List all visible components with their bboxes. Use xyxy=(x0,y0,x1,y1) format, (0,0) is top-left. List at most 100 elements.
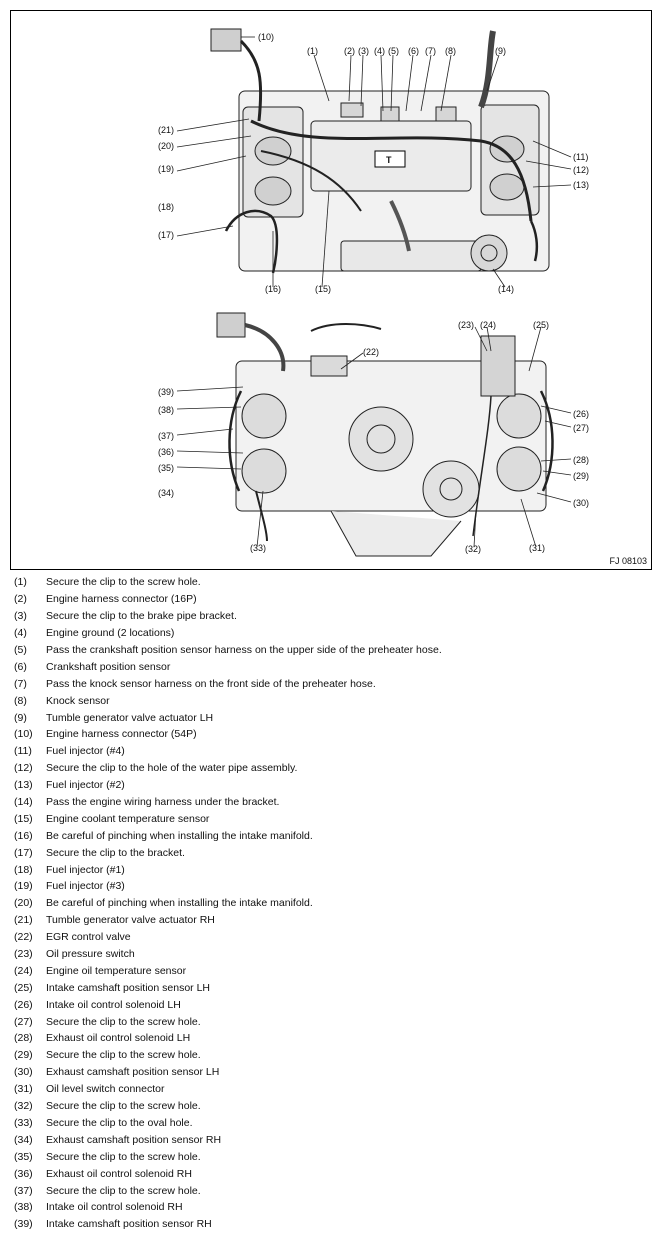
legend-number: (9) xyxy=(14,711,27,724)
callout-37: (37) xyxy=(158,431,175,441)
legend-item: (16)Be careful of pinching when installi… xyxy=(14,827,654,844)
engine-illustration xyxy=(176,28,572,557)
legend-item: (31)Oil level switch connector xyxy=(14,1081,654,1098)
legend-item: (1)Secure the clip to the screw hole. xyxy=(14,574,654,591)
legend-number: (13) xyxy=(14,779,33,792)
legend-item: (32)Secure the clip to the screw hole. xyxy=(14,1098,654,1115)
legend-number: (28) xyxy=(14,1032,33,1045)
legend-description: Secure the clip to the screw hole. xyxy=(46,1015,201,1028)
legend-number: (32) xyxy=(14,1100,33,1113)
callout-25: (25) xyxy=(533,320,550,330)
legend-item: (27) Secure the clip to the screw hole. xyxy=(14,1013,654,1030)
legend-number: (18) xyxy=(14,863,33,876)
legend-number: (5) xyxy=(14,644,27,656)
callout-6: (6) xyxy=(408,46,419,56)
legend-item: (15) Engine coolant temperature sensor xyxy=(14,810,654,827)
legend-description: Pass the knock sensor harness on the fro… xyxy=(46,677,376,690)
legend-description: Exhaust camshaft position sensor RH xyxy=(46,1133,222,1146)
lower-engine-view xyxy=(216,312,554,557)
legend-item: (4)Engine ground (2 locations) xyxy=(14,625,654,642)
legend-description: Exhaust camshaft position sensor LH xyxy=(46,1066,220,1079)
callout-18: (18) xyxy=(158,202,175,212)
legend-number: (23) xyxy=(14,948,33,961)
legend-item: (11)Fuel injector (#4) xyxy=(14,743,654,760)
legend-list: (1)Secure the clip to the screw hole.(2)… xyxy=(14,574,654,1233)
callout-5: (5) xyxy=(388,46,399,56)
legend-number: (11) xyxy=(14,745,32,758)
legend-item: (21)Tumble generator valve actuator RH xyxy=(14,912,654,929)
legend-description: Secure the clip to the screw hole. xyxy=(46,1049,201,1062)
legend-description: Tumble generator valve actuator LH xyxy=(46,711,214,724)
legend-item: (23) Oil pressure switch xyxy=(14,946,654,963)
legend-item: (13)Fuel injector (#2) xyxy=(14,777,654,794)
callout-3: (3) xyxy=(358,46,369,56)
callout-39: (39) xyxy=(158,387,175,397)
legend-item: (3)Secure the clip to the brake pipe bra… xyxy=(14,608,654,625)
upper-engine-view xyxy=(210,28,550,274)
legend-description: Exhaust oil control solenoid LH xyxy=(46,1032,191,1045)
legend-item: (34)Exhaust camshaft position sensor RH xyxy=(14,1131,654,1148)
legend-number: (21) xyxy=(14,914,33,927)
legend-number: (17) xyxy=(14,846,33,859)
legend-description: Knock sensor xyxy=(46,694,110,707)
callout-33: (33) xyxy=(250,543,267,553)
legend-number: (39) xyxy=(14,1218,33,1231)
leader-lines-upper xyxy=(176,36,572,288)
legend-item: (8)Knock sensor xyxy=(14,692,654,709)
legend-description: Secure the clip to the screw hole. xyxy=(46,1184,201,1197)
legend-number: (1) xyxy=(14,576,27,589)
legend-number: (29) xyxy=(14,1049,33,1062)
callout-21: (21) xyxy=(158,125,175,135)
legend-description: Engine harness connector (54P) xyxy=(46,728,197,741)
legend-number: (12) xyxy=(14,762,33,775)
legend-number: (24) xyxy=(14,964,33,977)
legend-item: (35)Secure the clip to the screw hole. xyxy=(14,1148,654,1165)
callout-30: (30) xyxy=(573,498,590,508)
legend-description: Oil level switch connector xyxy=(46,1083,165,1096)
legend-number: (6) xyxy=(14,660,27,673)
callout-26: (26) xyxy=(573,409,590,419)
legend-description: Engine coolant temperature sensor xyxy=(46,812,210,825)
legend-description: Engine oil temperature sensor xyxy=(46,964,187,977)
callout-34: (34) xyxy=(158,488,175,498)
legend-item: (30)Exhaust camshaft position sensor LH xyxy=(14,1064,654,1081)
callout-20: (20) xyxy=(158,141,175,151)
legend-number: (35) xyxy=(14,1150,33,1163)
callout-10: (10) xyxy=(258,32,275,42)
legend-description: Oil pressure switch xyxy=(46,948,135,961)
legend-description: Exhaust oil control solenoid RH xyxy=(46,1167,192,1180)
callout-14: (14) xyxy=(498,284,515,294)
callout-4: (4) xyxy=(374,46,385,56)
callout-15: (15) xyxy=(315,284,332,294)
legend-number: (20) xyxy=(14,897,33,910)
legend-number: (7) xyxy=(14,677,27,690)
legend-number: (38) xyxy=(14,1201,33,1214)
legend-number: (37) xyxy=(14,1184,33,1197)
legend-number: (3) xyxy=(14,610,27,623)
legend-description: Secure the clip to the bracket. xyxy=(46,846,185,859)
legend-number: (27) xyxy=(14,1015,33,1028)
callout-31: (31) xyxy=(529,543,546,553)
legend-item: (2)Engine harness connector (16P) xyxy=(14,591,654,608)
legend-item: (26)Intake oil control solenoid LH xyxy=(14,996,654,1013)
legend-item: (9) Tumble generator valve actuator LH xyxy=(14,709,654,726)
callout-11: (11) xyxy=(573,152,589,162)
figure-id: FJ 08103 xyxy=(609,556,647,566)
legend-description: Intake camshaft position sensor LH xyxy=(46,981,211,994)
legend-item: (39)Intake camshaft position sensor RH xyxy=(14,1216,654,1233)
leader-lines-lower xyxy=(176,326,572,548)
legend-item: (10)Engine harness connector (54P) xyxy=(14,726,654,743)
legend-description: Fuel injector (#3) xyxy=(46,880,125,893)
legend-number: (36) xyxy=(14,1167,33,1180)
callout-23: (23) xyxy=(458,320,475,330)
legend-number: (25) xyxy=(14,981,33,994)
callout-38: (38) xyxy=(158,405,175,415)
legend-number: (15) xyxy=(14,812,33,825)
callout-9: (9) xyxy=(495,46,506,56)
legend-item: (38)Intake oil control solenoid RH xyxy=(14,1199,654,1216)
legend-description: Secure the clip to the hole of the water… xyxy=(46,762,298,775)
callout-7: (7) xyxy=(425,46,436,56)
callout-27: (27) xyxy=(573,423,590,433)
legend-description: Crankshaft position sensor xyxy=(46,660,171,673)
callout-2: (2) xyxy=(344,46,355,56)
